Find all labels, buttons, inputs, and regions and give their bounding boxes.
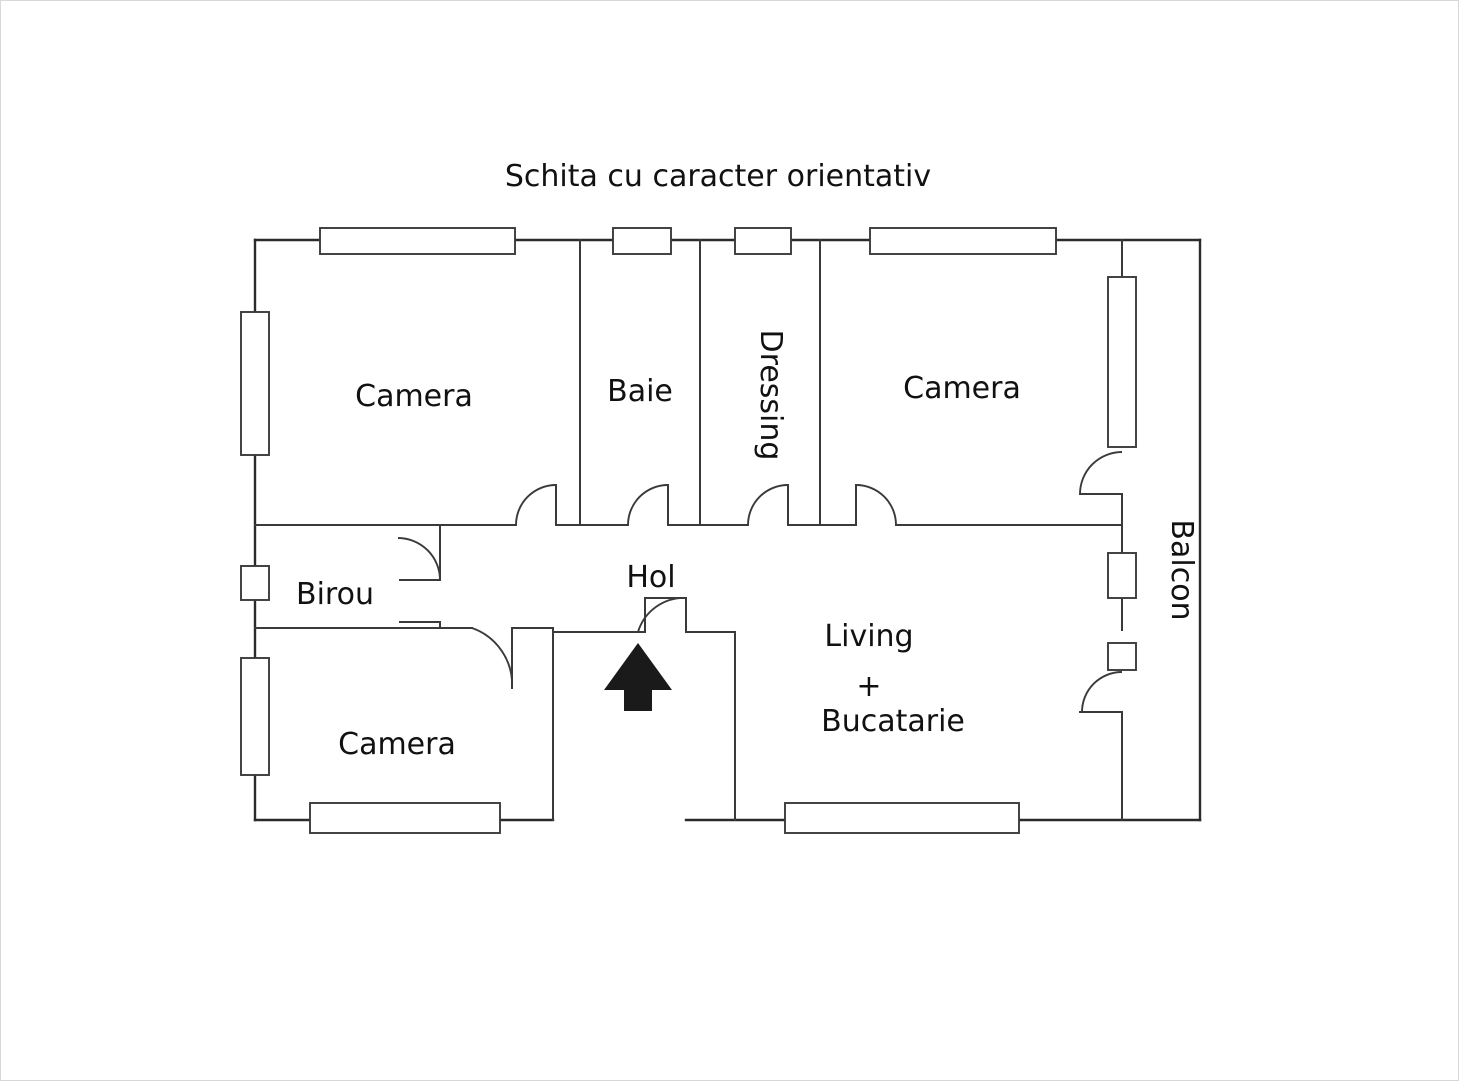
door-arc-balcon-lower <box>1081 671 1123 713</box>
interior-partitions-lower <box>254 524 554 821</box>
room-label-dressing: Dressing <box>753 330 788 461</box>
room-label-camera-top-left: Camera <box>355 379 473 414</box>
window-balcon-lower <box>1107 642 1137 671</box>
door-arc-camera-bottom-left <box>471 627 513 689</box>
room-label-birou: Birou <box>296 577 374 612</box>
door-arcs <box>397 451 1123 713</box>
interior-partitions-upper <box>579 239 821 526</box>
window-camera-bottom-left-south <box>309 802 501 834</box>
corridor-north-wall <box>254 484 1123 526</box>
window-dressing-north <box>734 227 792 255</box>
room-label-balcon: Balcon <box>1164 519 1199 620</box>
room-label-hol: Hol <box>626 560 675 595</box>
room-label-camera-top-right: Camera <box>903 371 1021 406</box>
window-birou-west <box>240 565 270 601</box>
room-label-camera-bottom-left: Camera <box>338 727 456 762</box>
door-arc-balcon-upper <box>1079 451 1123 495</box>
room-label-baie: Baie <box>607 374 673 409</box>
door-arc-camera-top-left <box>515 484 557 526</box>
windows <box>240 227 1137 834</box>
window-living-south <box>784 802 1020 834</box>
window-baie-north <box>612 227 672 255</box>
room-label-living-plus: + <box>856 669 881 704</box>
window-camera-top-right-north <box>869 227 1057 255</box>
plan-title: Schita cu caracter orientativ <box>505 159 931 194</box>
door-arc-camera-top-right <box>855 484 897 526</box>
window-camera-bottom-left-west <box>240 657 270 776</box>
room-label-living: Living <box>824 619 913 654</box>
window-balcon-middle <box>1107 552 1137 599</box>
door-arc-baie <box>627 484 669 526</box>
door-arc-dressing <box>747 484 789 526</box>
room-labels: Camera Baie Dressing Camera Balcon Birou… <box>296 330 1199 762</box>
window-camera-top-left-north <box>319 227 516 255</box>
window-balcon-upper <box>1107 276 1137 448</box>
room-label-bucatarie: Bucatarie <box>821 704 965 739</box>
door-arc-entrance <box>637 597 687 633</box>
door-arc-birou <box>397 537 441 581</box>
window-camera-top-left-west <box>240 311 270 456</box>
entrance-arrow <box>604 643 672 711</box>
